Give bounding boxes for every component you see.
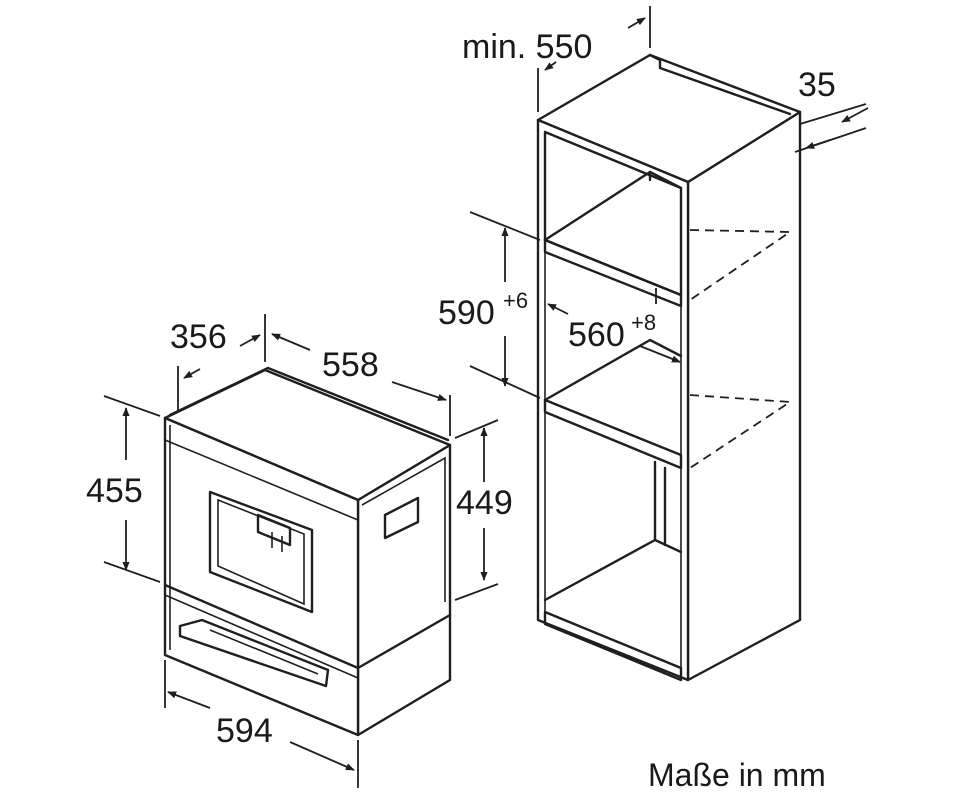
dim-appliance-depth-total: 558 (271, 333, 451, 436)
label-appliance-height: 455 (86, 472, 143, 510)
dim-appliance-front-height: 449 (454, 419, 513, 601)
dim-niche-height: 590 +6 (438, 211, 541, 399)
dim-cabinet-width: min. 550 (462, 6, 651, 112)
dim-appliance-depth: 356 (170, 314, 266, 410)
label-niche-height-tolerance: +6 (503, 288, 528, 313)
dim-niche-width: 560 +8 (547, 288, 681, 363)
tall-cabinet (536, 53, 802, 682)
label-appliance-front-height: 449 (456, 484, 513, 522)
label-appliance-depth: 356 (170, 318, 227, 356)
label-niche-width: 560 (568, 316, 625, 354)
label-appliance-depth-total: 558 (322, 346, 379, 384)
label-niche-height: 590 (438, 294, 495, 332)
unit-note: Maße in mm (648, 757, 826, 792)
label-niche-width-tolerance: +8 (631, 310, 656, 335)
label-cabinet-side-gap: 35 (798, 66, 836, 104)
dim-appliance-height: 455 (86, 395, 161, 583)
coffee-machine (163, 366, 452, 737)
label-cabinet-width: min. 550 (462, 28, 592, 66)
label-appliance-width: 594 (216, 712, 273, 750)
dim-appliance-width: 594 (164, 660, 359, 788)
dim-cabinet-side-gap: 35 (794, 66, 869, 153)
